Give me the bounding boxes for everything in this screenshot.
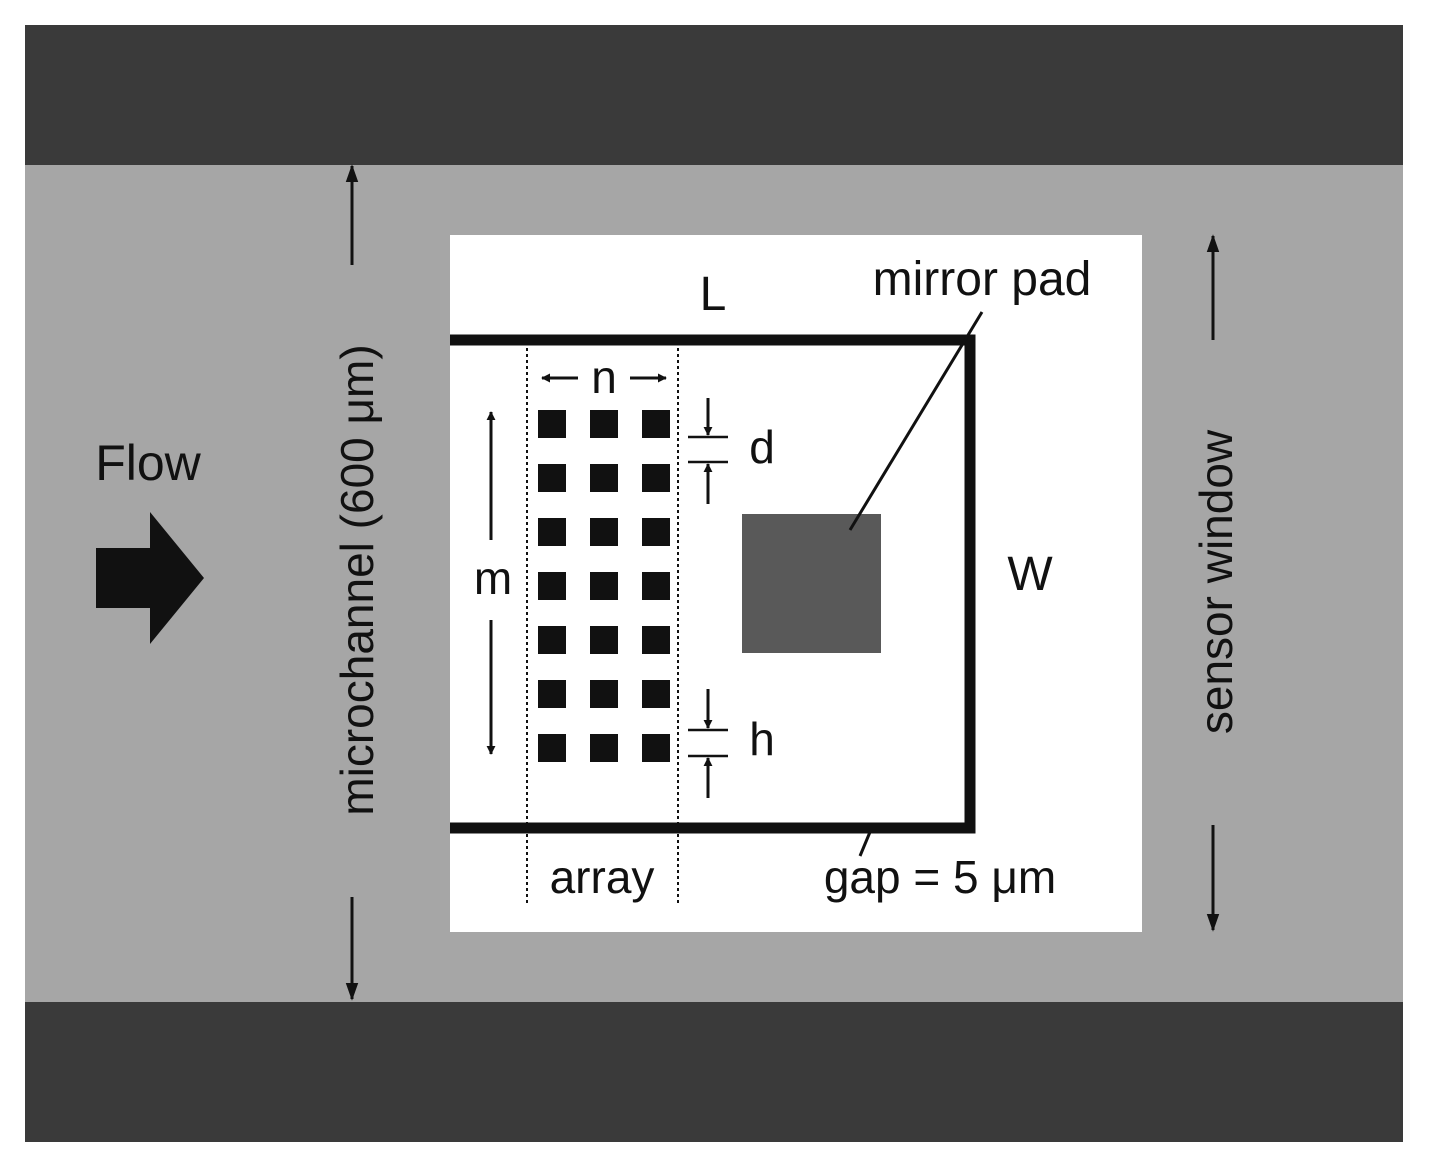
flow-label: Flow [95,435,201,491]
array-square [538,464,566,492]
channel-height-label: microchannel (600 μm) [331,344,383,815]
array-label: array [550,851,655,903]
array-square [590,464,618,492]
mirror-pad [742,514,881,653]
array-square [642,410,670,438]
array-square [590,518,618,546]
array-square [538,410,566,438]
array-square [642,518,670,546]
h-label: h [749,713,775,765]
array-square [538,518,566,546]
array-square [642,464,670,492]
width-label: W [1007,548,1053,601]
sensor-window-label: sensor window [1190,429,1242,734]
pillar-array [538,410,670,762]
array-square [590,626,618,654]
flow-arrow-icon [96,512,204,644]
mirror-pad-leader [848,311,984,531]
array-square [538,626,566,654]
sensor-element-outline [450,334,976,834]
array-square [538,680,566,708]
n-label: n [591,351,617,403]
array-square [590,410,618,438]
m-label: m [474,552,512,604]
array-square [538,734,566,762]
gap-label: gap = 5 μm [824,851,1056,903]
mirror-pad-label: mirror pad [873,253,1092,306]
length-label: L [700,268,727,321]
bottom-wall [25,1002,1403,1142]
top-wall [25,25,1403,165]
array-square [642,680,670,708]
array-square [590,680,618,708]
array-square [642,734,670,762]
d-label: d [749,421,775,473]
array-square [642,626,670,654]
array-square [538,572,566,600]
array-square [590,572,618,600]
gap-leader [858,831,872,857]
array-square [590,734,618,762]
array-square [642,572,670,600]
